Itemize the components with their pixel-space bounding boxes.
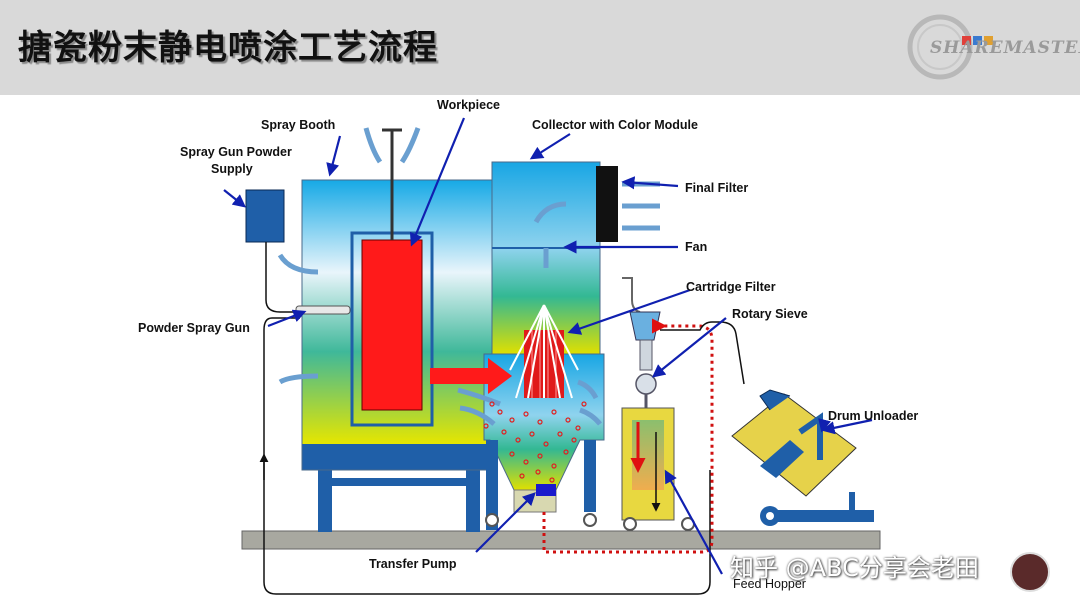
label-powder-spray-gun: Powder Spray Gun xyxy=(138,321,250,335)
rotary-sieve xyxy=(622,277,661,408)
drum-unloader xyxy=(731,389,874,526)
collector-housing xyxy=(483,161,618,530)
transfer-pump-block xyxy=(536,484,556,496)
cartridge-filter xyxy=(509,304,579,399)
logo-text: SHAREMASTER xyxy=(930,38,1080,58)
label-cartridge-filter: Cartridge Filter xyxy=(686,280,776,294)
feed-hopper xyxy=(621,407,695,531)
label-feed-hopper: Feed Hopper xyxy=(733,577,806,591)
powder-supply-box xyxy=(245,189,285,243)
watermark-text: 知乎 @ABC分享会老田 xyxy=(730,554,979,582)
label-final-filter: Final Filter xyxy=(685,181,749,195)
label-transfer-pump: Transfer Pump xyxy=(369,557,457,571)
final-filter-block xyxy=(596,166,618,242)
header-bar xyxy=(0,0,1080,95)
workpiece-block xyxy=(361,239,423,411)
label-gun-supply-line1: Spray Gun Powder xyxy=(180,145,292,159)
label-workpiece: Workpiece xyxy=(437,98,500,112)
ground-base xyxy=(241,530,881,550)
label-collector: Collector with Color Module xyxy=(532,118,698,132)
label-spray-booth: Spray Booth xyxy=(261,118,336,132)
label-rotary-sieve: Rotary Sieve xyxy=(732,307,808,321)
sharemaster-logo-icon xyxy=(907,14,993,80)
label-gun-supply-line2: Supply xyxy=(211,162,253,176)
process-diagram xyxy=(223,117,881,595)
label-fan: Fan xyxy=(685,240,708,254)
watermark-avatar xyxy=(1010,552,1050,592)
page-title: 搪瓷粉末静电喷涂工艺流程 xyxy=(18,28,438,68)
powder-flow-arrow xyxy=(430,358,512,394)
label-drum-unloader: Drum Unloader xyxy=(828,409,919,423)
powder-dots xyxy=(483,401,587,483)
